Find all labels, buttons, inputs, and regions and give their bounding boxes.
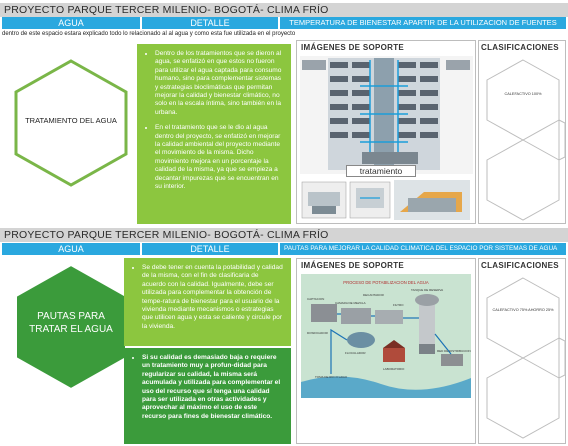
hexagon-tratamiento [14, 59, 128, 187]
section2-title: PROYECTO PARQUE TERCER MILENIO- BOGOTÁ- … [0, 228, 568, 242]
tab-detalle[interactable]: DETALLE [142, 17, 278, 29]
detail-box-2-light: Se debe tener en cuenta la potabilidad y… [124, 258, 291, 346]
diagram-label-decantador: DECANTADOR [363, 293, 385, 297]
class-hex-text-1: CALEFACTIVO 100% [504, 92, 542, 96]
class-title-2: CLASIFICACIONES [481, 261, 559, 270]
diagram-label-red: RED DE DISTRIBUCION [437, 349, 471, 353]
detail-box-2-dark: Si su calidad es demasiado baja o requie… [124, 348, 291, 444]
section1-title: PROYECTO PARQUE TERCER MILENIO- BOGOTÁ- … [0, 3, 568, 17]
classification-hexes-1 [486, 59, 565, 221]
class-title-1: CLASIFICACIONES [481, 43, 559, 52]
diagram-label-laboratorio: LABORATORIO [383, 367, 405, 371]
diagram-label-captacion: CAPTACION [307, 297, 324, 301]
detail-bullet-1: Dentro de los tratamientos que se dieron… [155, 50, 283, 117]
tab-agua-2[interactable]: AGUA [2, 243, 140, 255]
section1-note: dentro de este espacio estara explicado … [2, 31, 296, 37]
hex-label-pautas: PAUTAS PARA TRATAR EL AGUA [29, 311, 113, 335]
diagram-label-floculador: FLOCULADOR [345, 351, 366, 355]
diagram-label-filtro: FILTRO [393, 303, 404, 307]
detail-bullet-3: Se debe tener en cuenta la potabilidad y… [142, 264, 283, 331]
equipment-images [301, 180, 470, 220]
images-title-1: IMÁGENES DE SOPORTE [301, 43, 405, 52]
hex-label-tratamiento: TRATAMIENTO DEL AGUA [25, 116, 117, 125]
tab-temperatura[interactable]: TEMPERATURA DE BIENESTAR APARTIR DE LA U… [280, 17, 566, 29]
building-section-image [300, 56, 473, 174]
tab-detalle-2[interactable]: DETALLE [142, 243, 278, 255]
image-caption-tratamiento: tratamiento [346, 165, 416, 177]
detail-box-1: Dentro de los tratamientos que se dieron… [137, 44, 291, 224]
diagram-label-toma: TOMA DE RIO O LAGO [315, 375, 348, 379]
diagram-label-dosificador: DOSIFICADOR [307, 331, 329, 335]
images-title-2: IMÁGENES DE SOPORTE [301, 261, 405, 270]
detail-bullet-2: En el tratamiento que se le dio al agua … [155, 124, 283, 191]
diagram-label-mezcla: CAMARA DE MEZCLA [335, 301, 366, 305]
water-process-diagram: PROCESO DE POTABILIZACION DEL AGUA CAPTA… [301, 274, 471, 398]
class-hex-text-2: CALEFACTIVO 75% AHORRO 25% [492, 308, 554, 312]
tab-agua[interactable]: AGUA [2, 17, 140, 29]
tab-pautas[interactable]: PAUTAS PARA MEJORAR LA CALIDAD CLIMATICA… [280, 243, 566, 255]
diagram-label-tanque: TANQUE DE RESERVA [411, 288, 443, 292]
diagram-title: PROCESO DE POTABILIZACION DEL AGUA [343, 280, 429, 285]
classification-hexes-2 [486, 277, 565, 439]
detail-bullet-4: Si su calidad es demasiado baja o requie… [142, 354, 283, 421]
